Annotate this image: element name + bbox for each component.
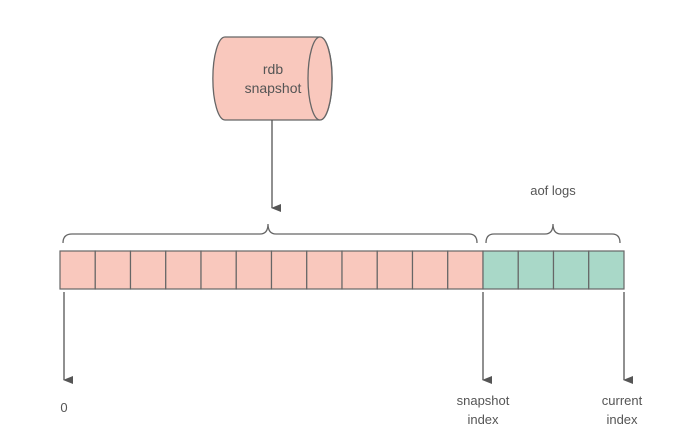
- aof-brace: [485, 223, 621, 244]
- snapshot-log-entry: [129, 250, 167, 290]
- rdb-label-line2: snapshot: [244, 80, 302, 96]
- snapshot-log-entry: [200, 250, 237, 290]
- snapshot-brace: [62, 223, 478, 244]
- snapshot-log-entry: [341, 250, 378, 290]
- aof-log-entry: [517, 250, 555, 290]
- snapshot-log-entry: [306, 250, 343, 290]
- snapshot-log-entry: [94, 250, 132, 290]
- log-entries: [59, 250, 625, 290]
- rdb-label-line1: rdb: [262, 61, 284, 77]
- snapshot-log-entry: [447, 250, 484, 290]
- snapshot-log-entry: [270, 250, 308, 290]
- aof-log-entry: [588, 250, 625, 290]
- snapshot-log-entry: [411, 250, 449, 290]
- snapshot-index-line2: index: [467, 412, 499, 427]
- aof-log-entry: [552, 250, 590, 290]
- current-index-label: current index: [582, 391, 662, 429]
- current-index-line2: index: [606, 412, 638, 427]
- snapshot-index-label: snapshot index: [443, 391, 523, 429]
- rdb-snapshot-label: rdb snapshot: [233, 60, 313, 98]
- current-index-line1: current: [601, 393, 643, 408]
- aof-logs-label: aof logs: [530, 183, 576, 198]
- aof-log-entry: [482, 250, 519, 290]
- snapshot-log-entry: [165, 250, 202, 290]
- snapshot-log-entry: [235, 250, 273, 290]
- start-index-label: 0: [60, 400, 68, 415]
- snapshot-log-entry: [376, 250, 414, 290]
- rdb-cylinder: [212, 36, 333, 121]
- snapshot-log-entry: [59, 250, 96, 290]
- snapshot-index-line1: snapshot: [456, 393, 510, 408]
